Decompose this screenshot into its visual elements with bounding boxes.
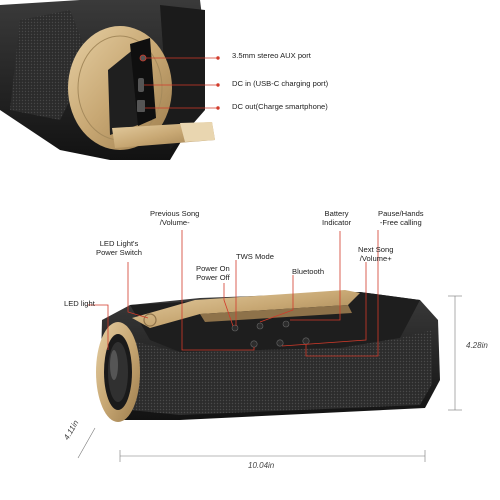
length-dimension: 10.04in <box>248 461 275 470</box>
main-speaker <box>96 290 440 422</box>
dimension-lines <box>77 295 462 462</box>
battery-indicator-label: Battery Indicator <box>322 209 352 227</box>
power-label: Power On Power Off <box>196 264 230 282</box>
aux-port-icon <box>139 54 147 62</box>
usb-c-port-label: DC in (USB-C charging port) <box>232 79 329 88</box>
led-switch-label: LED Light's Power Switch <box>96 239 143 257</box>
bottom-callout-lines <box>88 230 379 357</box>
next-song-label: Next Song /Volume+ <box>358 245 394 263</box>
bluetooth-label: Bluetooth <box>292 267 325 276</box>
usb-c-port-icon <box>138 78 144 92</box>
dc-out-label: DC out(Charge smartphone) <box>232 102 328 111</box>
aux-port-label: 3.5mm stereo AUX port <box>232 51 311 60</box>
pause-handsfree-label: Pause/Hands -Free calling <box>378 209 424 227</box>
top-callout-lines <box>144 56 220 110</box>
usb-a-port-icon <box>137 100 145 112</box>
top-speaker-closeup <box>0 0 215 160</box>
tws-mode-label: TWS Mode <box>236 252 274 261</box>
previous-song-label: Previous Song /Volume- <box>150 209 200 227</box>
height-dimension: 4.28in <box>466 341 488 350</box>
control-buttons <box>231 320 310 348</box>
led-light-label: LED light <box>64 299 95 308</box>
